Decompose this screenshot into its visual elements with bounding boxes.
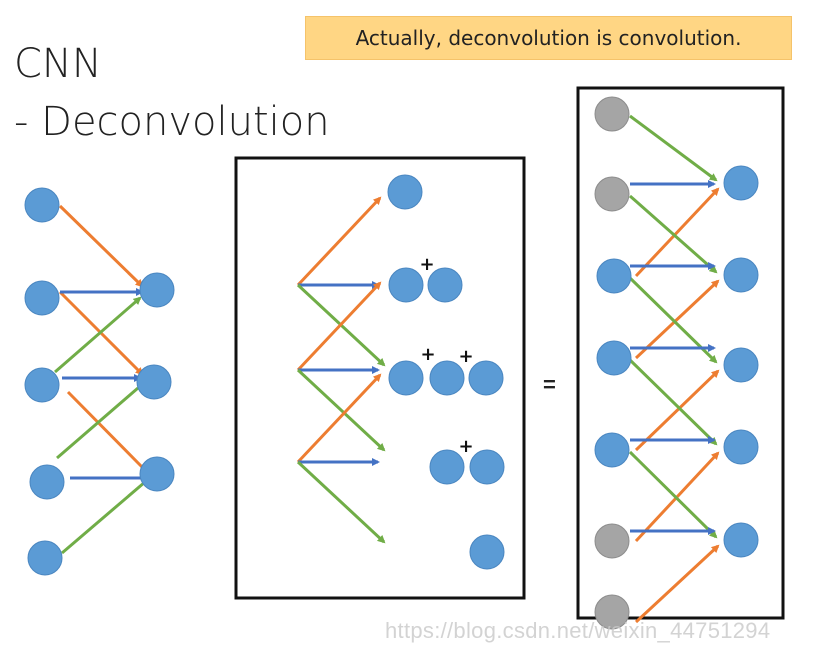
input-node bbox=[24, 367, 60, 403]
output-node bbox=[723, 347, 759, 383]
callout-note: Actually, deconvolution is convolution. bbox=[305, 16, 792, 60]
edge-green bbox=[628, 358, 718, 446]
edge-green bbox=[56, 386, 139, 460]
plus-sign: + bbox=[458, 346, 473, 367]
output-node bbox=[723, 522, 759, 558]
edge-orange bbox=[634, 369, 720, 452]
edge-orange bbox=[296, 196, 382, 287]
equals-sign: = bbox=[543, 372, 556, 397]
edge-orange bbox=[58, 204, 144, 288]
input-node bbox=[594, 432, 630, 468]
output-node bbox=[723, 429, 759, 465]
output-node bbox=[388, 267, 424, 303]
watermark: https://blog.csdn.net/weixin_44751294 bbox=[385, 618, 771, 643]
padding-node bbox=[594, 176, 630, 212]
padding-node bbox=[594, 523, 630, 559]
output-node bbox=[429, 449, 465, 485]
edge-green bbox=[61, 480, 146, 555]
output-node bbox=[723, 257, 759, 293]
edge-green bbox=[54, 296, 142, 374]
edge-green bbox=[629, 194, 718, 274]
input-node bbox=[29, 464, 65, 500]
edge-orange bbox=[296, 373, 382, 464]
edge-green bbox=[296, 368, 386, 452]
input-node bbox=[24, 280, 60, 316]
edge-orange bbox=[66, 390, 145, 470]
plus-sign: + bbox=[458, 436, 473, 457]
output-node bbox=[136, 364, 172, 400]
input-node bbox=[24, 187, 60, 223]
input-node bbox=[596, 340, 632, 376]
edge-green bbox=[296, 460, 386, 544]
slide-title: CNN bbox=[14, 41, 102, 87]
output-node bbox=[723, 165, 759, 201]
output-node bbox=[427, 267, 463, 303]
output-node bbox=[469, 449, 505, 485]
output-node bbox=[139, 272, 175, 308]
edge-green bbox=[629, 114, 718, 182]
edge-orange bbox=[296, 281, 382, 372]
edge-orange bbox=[634, 187, 720, 278]
input-node bbox=[27, 540, 63, 576]
output-node bbox=[139, 456, 175, 492]
middle-panel-frame bbox=[234, 156, 526, 600]
padding-node bbox=[594, 96, 630, 132]
edge-green bbox=[628, 450, 718, 539]
slide-subtitle: - Deconvolution bbox=[14, 99, 330, 145]
input-node bbox=[596, 258, 632, 294]
right-panel-frame bbox=[576, 86, 785, 620]
output-node bbox=[469, 534, 505, 570]
output-node bbox=[468, 360, 504, 396]
edge-orange bbox=[634, 544, 720, 624]
plus-sign: + bbox=[419, 254, 434, 275]
output-node bbox=[388, 360, 424, 396]
padding-node bbox=[594, 594, 630, 630]
plus-sign: + bbox=[420, 344, 435, 365]
output-node bbox=[387, 174, 423, 210]
output-node bbox=[429, 360, 465, 396]
callout-text: Actually, deconvolution is convolution. bbox=[355, 26, 742, 50]
edge-orange bbox=[634, 279, 720, 360]
